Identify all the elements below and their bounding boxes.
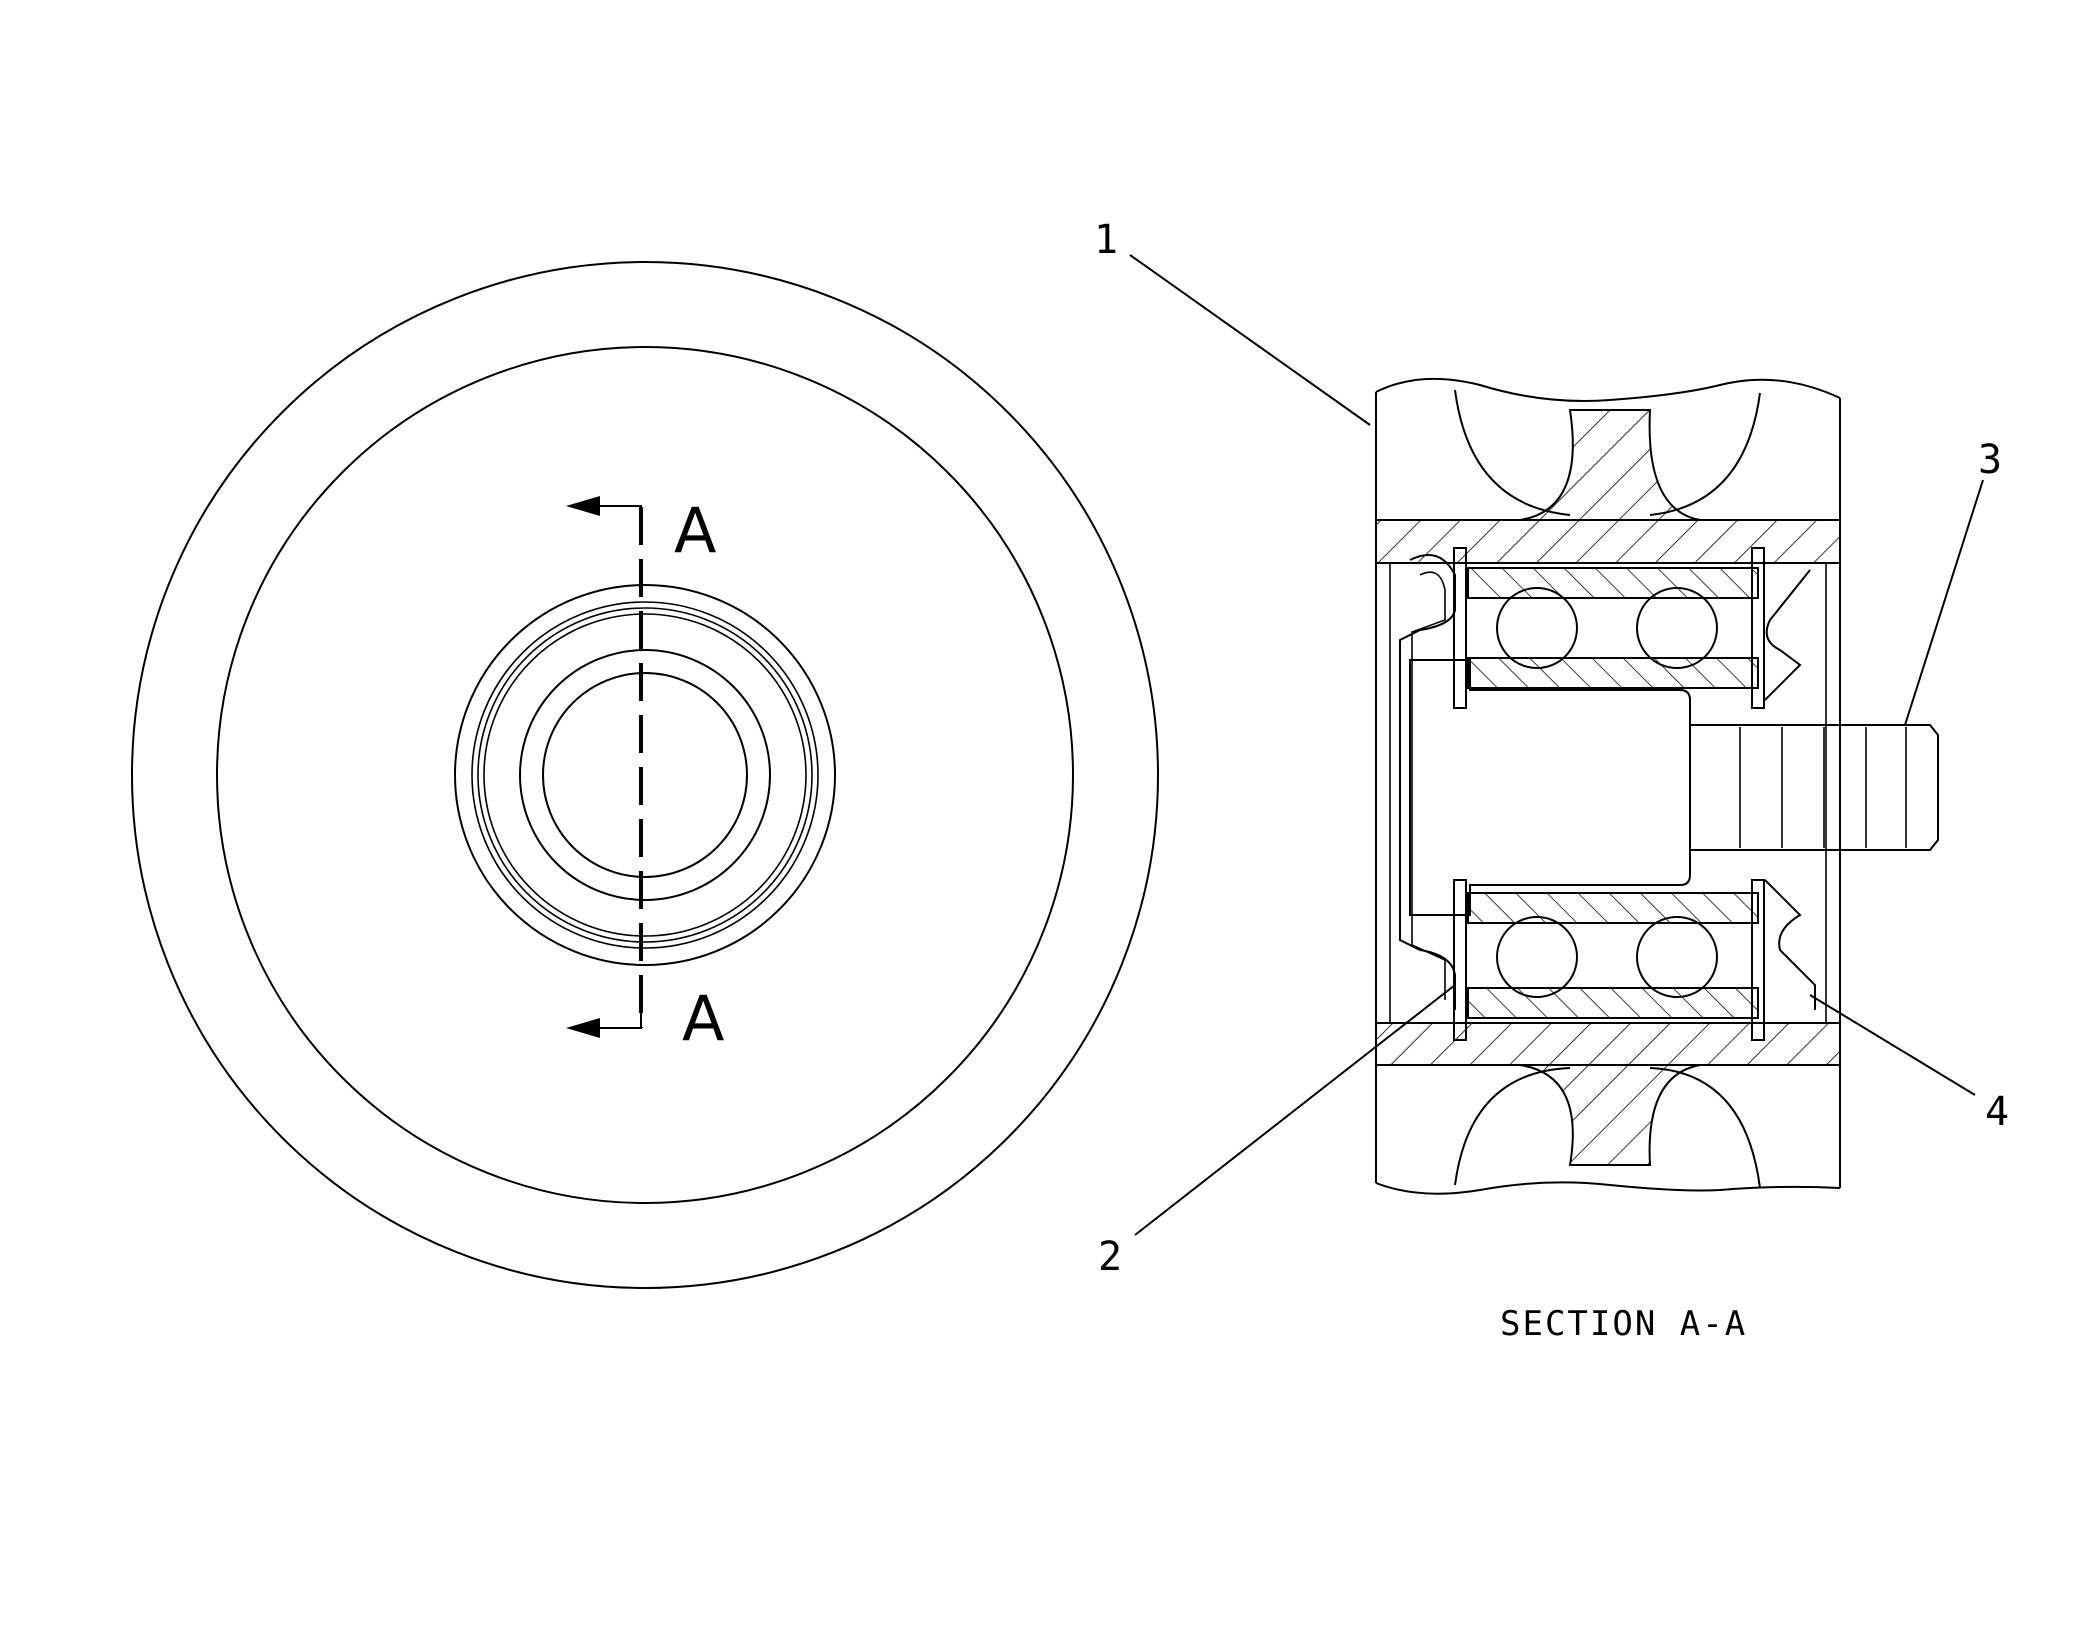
callout-2: 2 xyxy=(1098,1234,1122,1280)
leader-4 xyxy=(1809,994,1976,1096)
inner-rim-circle xyxy=(216,346,1074,1204)
groove-right-top xyxy=(1649,392,1761,516)
seal-right-lower xyxy=(1764,879,1816,1010)
housing-inner xyxy=(1375,562,1841,1024)
wheel-body-top xyxy=(1375,519,1841,564)
bearing-ring xyxy=(519,649,771,901)
section-marker-top: A xyxy=(674,494,716,567)
bearing-outer-race-top xyxy=(1467,567,1759,599)
leader-lines xyxy=(1129,254,1984,1236)
leader-1 xyxy=(1129,254,1371,426)
groove-left-bottom xyxy=(1454,1067,1571,1186)
hub-ring-1 xyxy=(471,601,819,949)
ring-right-bottom xyxy=(1751,879,1765,1041)
arrow-top-icon xyxy=(566,496,600,516)
callout-4: 4 xyxy=(1985,1089,2009,1135)
section-caption: SECTION A-A xyxy=(1500,1304,1747,1344)
hub-ring-3 xyxy=(483,613,807,937)
section-view xyxy=(1375,377,1939,1195)
shaft-stud xyxy=(1690,724,1939,851)
cut-bracket-top xyxy=(588,505,642,532)
bearing-inner-race-top xyxy=(1467,657,1759,689)
callout-3: 3 xyxy=(1978,437,2002,483)
section-marker-bottom: A xyxy=(682,982,724,1055)
ball-top-right xyxy=(1636,587,1718,669)
ring-left-bottom xyxy=(1453,879,1467,1041)
bore-circle xyxy=(542,672,748,878)
seal-right xyxy=(1764,569,1811,701)
ball-bottom-left xyxy=(1496,916,1578,998)
wheel-web-top xyxy=(1519,409,1701,521)
front-view: A A xyxy=(131,261,1159,1289)
arrow-bottom-icon xyxy=(566,1018,600,1038)
cut-bracket-bottom xyxy=(588,1000,642,1029)
wheel-web-bottom xyxy=(1519,1064,1701,1166)
ball-top-left xyxy=(1496,587,1578,669)
bearing-inner-race-bottom xyxy=(1467,892,1759,924)
ball-bottom-right xyxy=(1636,916,1718,998)
ring-right-top xyxy=(1751,547,1765,709)
wheel-body-bottom xyxy=(1375,1022,1841,1066)
break-line-bottom xyxy=(1375,1181,1841,1195)
shaft-head xyxy=(1409,659,1691,916)
leader-2 xyxy=(1134,984,1456,1236)
callout-1: 1 xyxy=(1094,217,1118,263)
hub-outer-circle xyxy=(454,584,836,966)
seal-left-inner xyxy=(1411,571,1446,1000)
break-line-top xyxy=(1375,377,1841,402)
seal-left xyxy=(1399,554,1456,1010)
groove-left-top xyxy=(1454,389,1571,516)
outer-rim-circle xyxy=(131,261,1159,1289)
bearing-outer-race-bottom xyxy=(1467,987,1759,1019)
leader-3 xyxy=(1904,479,1984,726)
ring-left-top xyxy=(1453,547,1467,709)
groove-right-bottom xyxy=(1649,1067,1761,1189)
hub-ring-2 xyxy=(477,607,813,943)
